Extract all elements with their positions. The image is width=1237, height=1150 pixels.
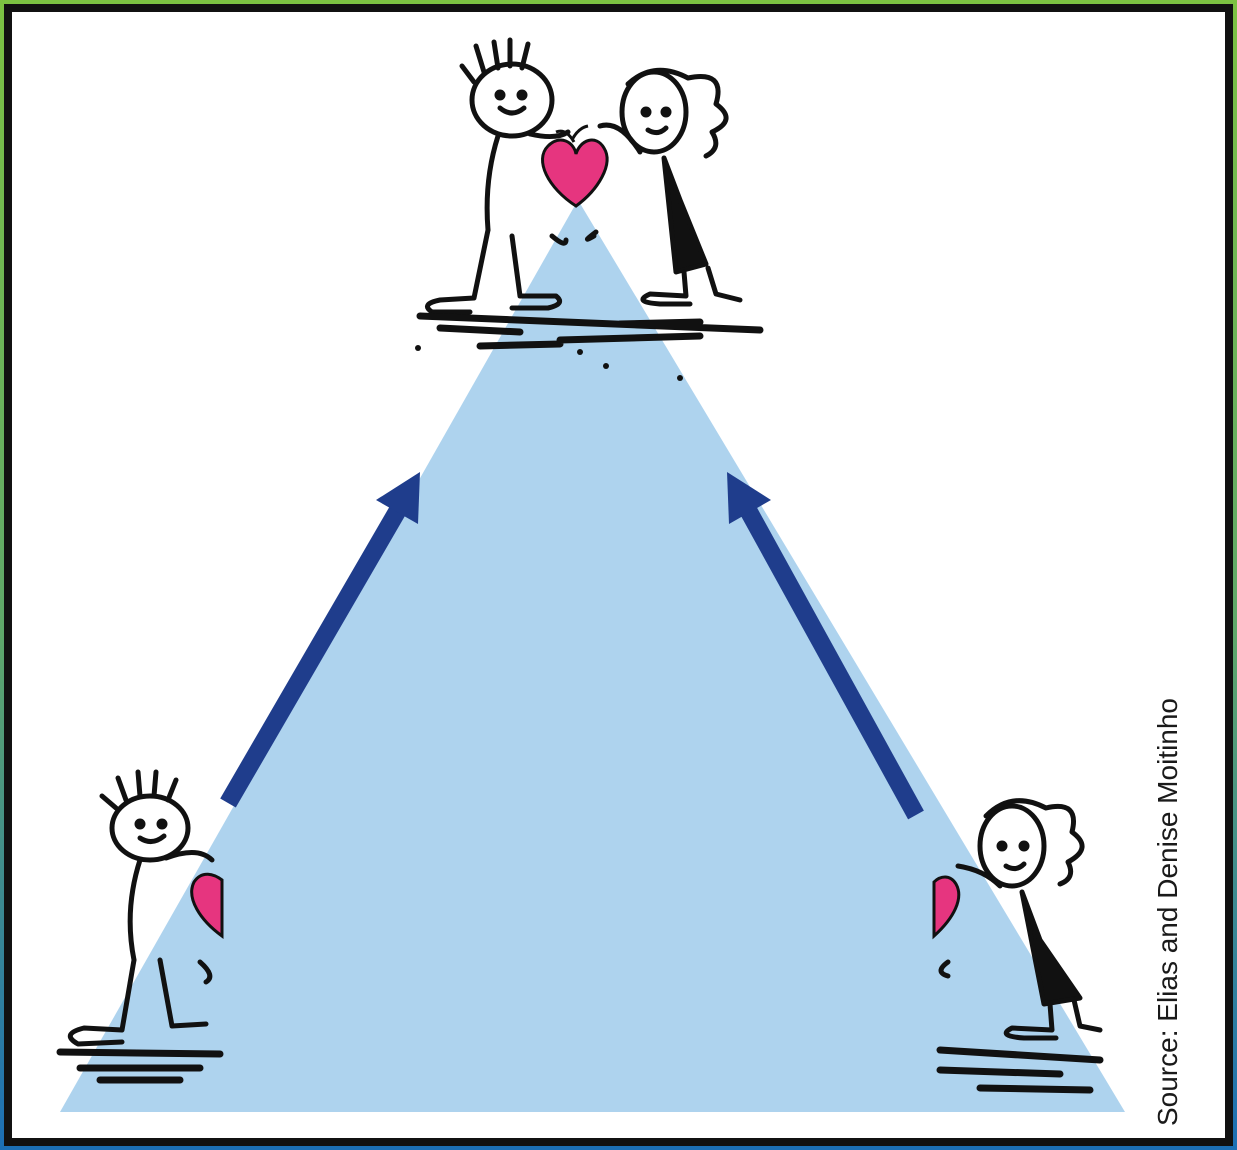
triangle-shape [60, 200, 1125, 1112]
boy-holding-heart-icon [56, 769, 224, 1084]
girl-holding-heart-icon [936, 798, 1104, 1094]
source-credit: Source: Elias and Denise Moitinho [1152, 697, 1183, 1127]
arrow-up-right-icon [220, 472, 420, 808]
top-heart-icon [541, 124, 609, 208]
dots [415, 345, 683, 381]
left-heart-icon [190, 872, 224, 939]
arrow-up-left-icon [727, 472, 924, 820]
couple-with-heart-icon [416, 37, 764, 350]
right-heart-icon [932, 875, 961, 940]
